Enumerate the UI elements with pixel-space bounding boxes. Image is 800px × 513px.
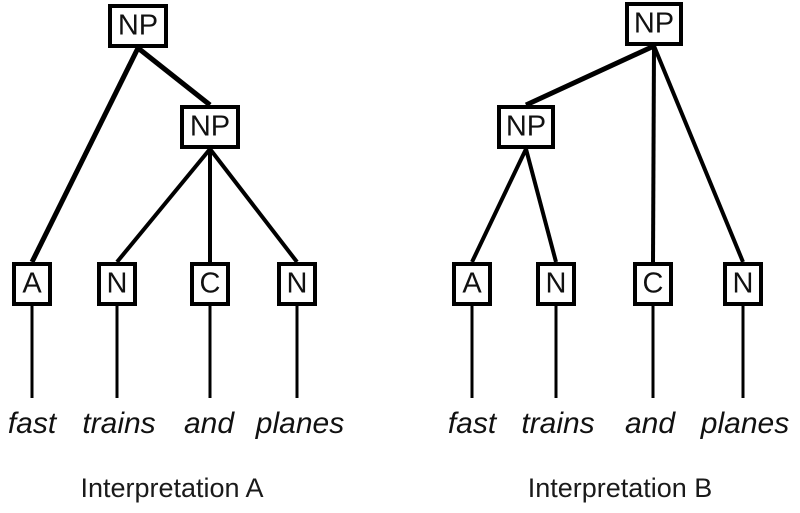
node-b-np-top[interactable]: NP <box>625 2 683 46</box>
node-box-b-pos-n1 <box>536 262 576 306</box>
node-a-pos-n1[interactable]: N <box>97 262 137 306</box>
word-b-word-and: and <box>625 407 676 440</box>
node-label-b-pos-n2: N <box>733 268 754 300</box>
node-label-a-np-top: NP <box>118 10 158 42</box>
node-b-pos-c[interactable]: C <box>633 262 673 306</box>
interpretation-b-words: fast trains and planes <box>448 407 789 440</box>
node-a-pos-c[interactable]: C <box>190 262 230 306</box>
node-box-b-np-top <box>625 2 683 46</box>
edge-a-edge-np-n1 <box>115 147 212 264</box>
node-a-np-top[interactable]: NP <box>108 4 168 48</box>
edge-a-edge-top-a <box>29 46 141 264</box>
node-b-pos-a[interactable]: A <box>452 262 492 306</box>
node-label-a-np-inner: NP <box>190 111 230 143</box>
interpretation-a-words: fast trains and planes <box>8 407 344 440</box>
node-label-a-pos-n2: N <box>287 268 308 300</box>
node-label-b-pos-a: A <box>462 268 482 300</box>
node-a-pos-a[interactable]: A <box>12 262 52 306</box>
word-a-word-and: and <box>184 407 235 440</box>
edge-b-edge-top-c <box>651 45 656 263</box>
node-a-pos-n2[interactable]: N <box>277 262 317 306</box>
edge-b-edge-top-npinner <box>524 43 656 108</box>
word-a-word-planes: planes <box>255 407 344 440</box>
interpretation-a-legs <box>30 306 299 398</box>
node-box-a-pos-a <box>12 262 52 306</box>
node-box-a-np-inner <box>180 105 240 149</box>
caption-interpretation-a: Interpretation A <box>80 473 263 503</box>
node-box-b-pos-n2 <box>723 262 763 306</box>
interpretation-b-nodes: NP NP A N C N <box>452 2 763 306</box>
node-box-a-pos-c <box>190 262 230 306</box>
node-label-b-np-top: NP <box>634 8 674 40</box>
interpretation-b-edges <box>470 43 745 263</box>
node-label-b-pos-n1: N <box>546 268 567 300</box>
caption-interpretation-b: Interpretation B <box>528 473 713 503</box>
node-label-b-pos-c: C <box>643 268 664 300</box>
node-box-a-pos-n1 <box>97 262 137 306</box>
node-a-np-inner[interactable]: NP <box>180 105 240 149</box>
node-box-a-pos-n2 <box>277 262 317 306</box>
node-label-a-pos-n1: N <box>107 268 128 300</box>
node-box-b-pos-a <box>452 262 492 306</box>
word-b-word-planes: planes <box>700 407 789 440</box>
edge-b-edge-np-a <box>470 148 528 263</box>
node-b-np-inner[interactable]: NP <box>497 105 555 149</box>
interpretation-a-edges <box>29 46 299 264</box>
interpretation-a-nodes: NP NP A N C N <box>12 4 317 306</box>
node-box-a-np-top <box>108 4 168 48</box>
node-b-pos-n1[interactable]: N <box>536 262 576 306</box>
node-b-pos-n2[interactable]: N <box>723 262 763 306</box>
node-box-b-np-inner <box>497 105 555 149</box>
edge-b-edge-np-n1 <box>524 148 558 263</box>
node-label-a-pos-c: C <box>200 268 221 300</box>
node-label-b-np-inner: NP <box>506 111 546 143</box>
word-b-word-fast: fast <box>448 407 498 440</box>
word-a-word-trains: trains <box>82 407 155 440</box>
node-box-b-pos-c <box>633 262 673 306</box>
edge-b-edge-top-n2 <box>652 45 745 263</box>
interpretation-b-legs <box>470 306 745 398</box>
node-label-a-pos-a: A <box>22 268 42 300</box>
word-b-word-trains: trains <box>521 407 594 440</box>
edge-a-edge-top-npinner <box>136 46 212 107</box>
word-a-word-fast: fast <box>8 407 58 440</box>
edge-a-edge-np-n2 <box>208 147 299 264</box>
